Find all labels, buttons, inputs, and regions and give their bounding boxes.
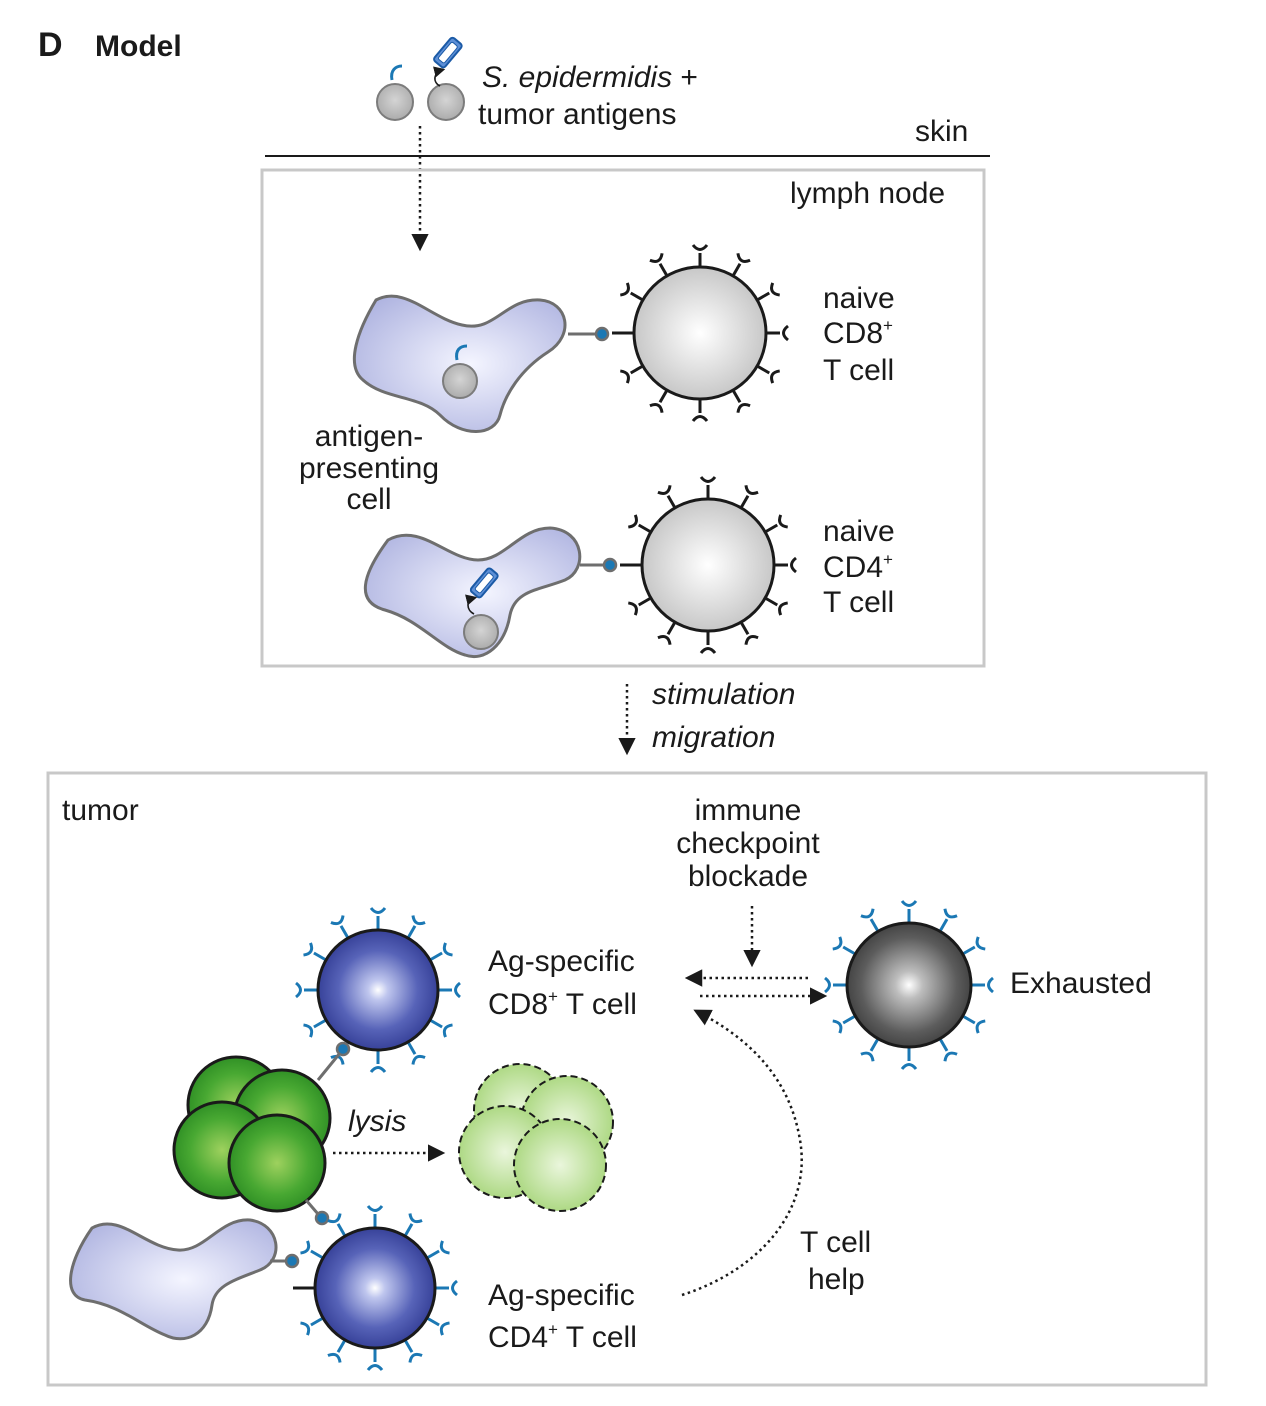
tumor-label: tumor (62, 794, 139, 827)
naive-cd4-label-line3: T cell (823, 586, 894, 619)
naive-cd8-label-line2: CD8+ (823, 316, 893, 350)
t-cell-help-arrow (681, 1009, 803, 1297)
mhc-tcr-contact-icon (602, 557, 618, 573)
bacteria-label: S. epidermidis + (482, 61, 698, 94)
antigens-label: tumor antigens (478, 98, 676, 131)
checkpoint-label-line3: blockade (688, 860, 808, 893)
cd8-specific-label-line2: CD8+ T cell (488, 987, 637, 1021)
stimulation-label: stimulation (652, 678, 795, 711)
panel-title: Model (95, 30, 182, 63)
ag-specific-cd8-t-cell (295, 907, 461, 1073)
checkpoint-label-line2: checkpoint (676, 827, 820, 860)
panel-letter: D (38, 26, 63, 64)
apc-label-line1: antigen- (315, 420, 423, 453)
t-cell-help-label-line2: help (808, 1263, 865, 1296)
lysis-label: lysis (348, 1105, 406, 1138)
lymph-node-box (260, 168, 986, 668)
apc-label-line3: cell (346, 483, 391, 516)
lymph-node-label: lymph node (790, 177, 945, 210)
tumor-antigen-bacterium-icon (427, 36, 465, 121)
naive-cd8-label-line1: naive (823, 282, 895, 315)
cd4-specific-label-line2: CD4+ T cell (488, 1320, 637, 1354)
naive-cd4-label-line1: naive (823, 515, 895, 548)
exhausted-label: Exhausted (1010, 967, 1152, 1000)
tumor-cell-cluster (172, 1055, 332, 1213)
antigen-presenting-cell-2 (363, 526, 582, 658)
antigen-presenting-cell-1 (352, 294, 567, 433)
exhausted-t-cell (824, 900, 994, 1070)
cd8-specific-label-line1: Ag-specific (488, 945, 635, 978)
antigen-presenting-cell-tumor (69, 1218, 278, 1341)
checkpoint-label-line1: immune (695, 794, 802, 827)
apc-label-line2: presenting (299, 452, 439, 485)
mhc-tcr-contact-icon (314, 1210, 330, 1226)
mhc-tcr-contact-icon (335, 1041, 351, 1057)
naive-cd8-label-line3: T cell (823, 354, 894, 387)
cd4-specific-label-line1: Ag-specific (488, 1279, 635, 1312)
mhc-tcr-contact-icon (594, 326, 610, 342)
naive-cd4-label-line2: CD4+ (823, 550, 893, 584)
naive-cd4-t-cell (620, 476, 797, 654)
lysed-tumor-cell-cluster (458, 1063, 614, 1212)
bacterium-icon (376, 64, 414, 121)
migration-label: migration (652, 721, 775, 754)
t-cell-help-label-line1: T cell (800, 1226, 871, 1259)
ag-specific-cd4-t-cell (293, 1205, 458, 1371)
naive-cd8-t-cell (612, 244, 789, 422)
skin-label: skin (915, 115, 968, 148)
mhc-tcr-contact-icon (284, 1253, 300, 1269)
tumor-box (46, 771, 1208, 1387)
